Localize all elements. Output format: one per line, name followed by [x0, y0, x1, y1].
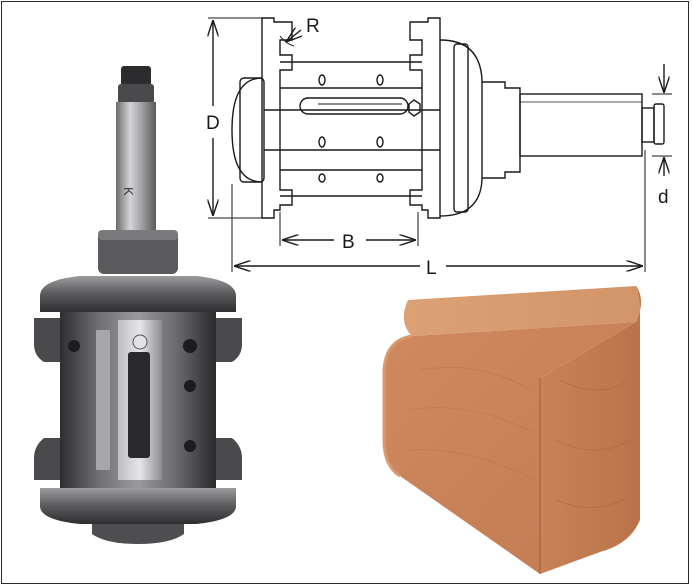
cutter-collar	[98, 230, 178, 274]
drawing-right-disc	[439, 39, 483, 217]
shank-marking: K	[121, 187, 136, 196]
drawing-right-flange	[409, 17, 441, 219]
cutter-shank	[116, 102, 156, 232]
drawing-left-cap	[231, 77, 263, 183]
cutter-photo: K	[34, 66, 242, 544]
wood-end-face	[540, 286, 641, 574]
drawing-hex-screw	[408, 99, 421, 117]
drawing-collar	[482, 81, 521, 179]
wood-block	[382, 286, 641, 574]
radius-label: R	[306, 16, 320, 37]
cutter-shank-nut	[121, 66, 151, 86]
drawing-knife-slot	[299, 97, 409, 115]
length-label: L	[426, 258, 437, 279]
drawing-nut	[641, 107, 655, 143]
cutter-top-flange	[40, 276, 236, 312]
cutter-bottom-flange	[40, 488, 236, 524]
technical-drawing	[208, 17, 672, 272]
drawing-shank	[519, 93, 643, 157]
width-label: B	[342, 232, 355, 253]
radius-leader	[286, 30, 301, 42]
shank-diameter-label: d	[658, 187, 669, 208]
diameter-label: D	[206, 113, 220, 134]
wood-top-face	[403, 286, 641, 336]
drawing-left-flange	[261, 17, 293, 219]
drawing-left-hub	[239, 77, 265, 183]
wood-front-face	[384, 322, 636, 574]
